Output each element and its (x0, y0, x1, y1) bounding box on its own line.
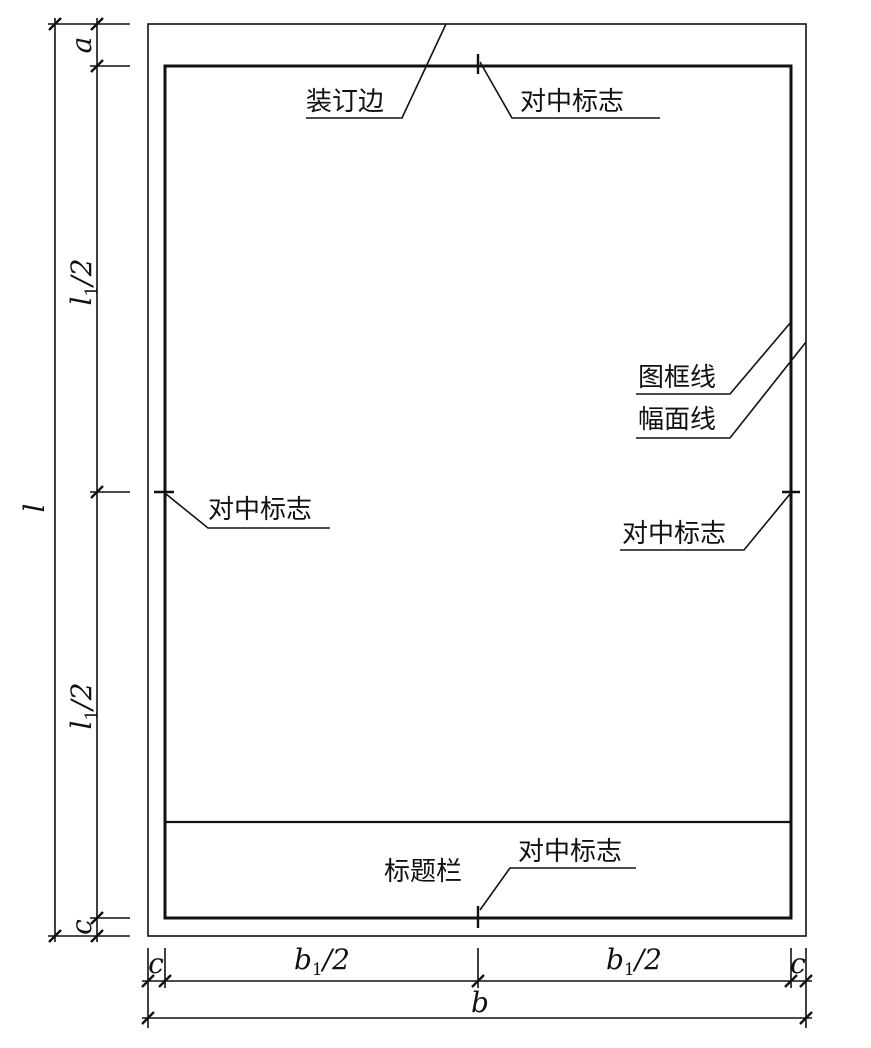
dim-tick-l-top (48, 17, 62, 31)
dim-tick-bc-1 (141, 974, 155, 988)
dim-tick-chain-4 (90, 911, 104, 925)
dim-label-c-left: c (65, 919, 98, 935)
dim-label-l1-upper: l1/2 (65, 258, 102, 305)
dim-tick-bc-5 (799, 974, 813, 988)
dim-label-a: a (65, 37, 98, 54)
dim-tick-chain-3 (90, 485, 104, 499)
label-centering-right: 对中标志 (622, 519, 726, 549)
label-frame-line: 图框线 (638, 363, 716, 393)
dim-label-b: b (471, 986, 489, 1019)
dim-label-c-bottom-right: c (790, 947, 806, 980)
leader-centering-bottom (479, 867, 636, 911)
dim-tick-chain-2 (90, 59, 104, 73)
dim-label-l: l (18, 504, 51, 513)
dim-label-b1-right: b1/2 (606, 943, 662, 980)
sheet-edge-line (147, 23, 807, 937)
leader-binding-edge (306, 23, 447, 119)
dim-label-c-bottom-left: c (148, 947, 164, 980)
dim-tick-chain-5 (90, 929, 104, 943)
label-centering-top: 对中标志 (520, 87, 624, 117)
dim-tick-bc-3 (471, 974, 485, 988)
leader-centering-right (620, 493, 791, 551)
leader-sheet-edge (636, 341, 807, 439)
label-sheet-edge: 幅面线 (638, 405, 716, 435)
dim-label-b1-left: b1/2 (294, 943, 350, 980)
dim-tick-chain-1 (90, 17, 104, 31)
leader-centering-left (165, 493, 330, 529)
label-binding-edge: 装订边 (306, 87, 384, 117)
svg-text:l1/2: l1/2 (65, 258, 102, 305)
dim-tick-b-right (799, 1011, 813, 1025)
dim-tick-l-bottom (48, 929, 62, 943)
leader-frame-line (636, 321, 792, 395)
leader-centering-top (479, 61, 660, 119)
label-title-block: 标题栏 (384, 857, 462, 887)
svg-text:l1/2: l1/2 (65, 682, 102, 729)
label-centering-left: 对中标志 (208, 495, 312, 525)
dim-tick-b-left (141, 1011, 155, 1025)
frame-line (163, 64, 793, 920)
dim-label-l1-lower: l1/2 (65, 682, 102, 729)
dim-tick-bc-4 (784, 974, 798, 988)
dim-tick-bc-2 (158, 974, 172, 988)
label-centering-bottom: 对中标志 (518, 837, 622, 867)
